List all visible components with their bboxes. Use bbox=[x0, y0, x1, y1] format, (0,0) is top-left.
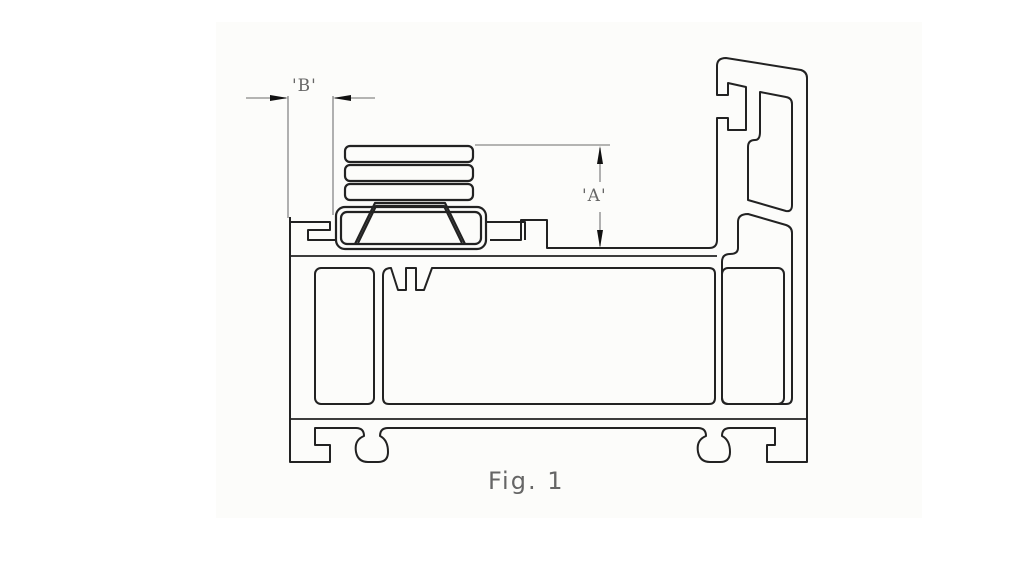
bridge-packer bbox=[334, 201, 488, 251]
chamber-main bbox=[382, 267, 716, 405]
chamber-upper-right-top bbox=[747, 91, 793, 213]
chamber-upper-right-bottom bbox=[721, 213, 793, 405]
glazing-packers bbox=[343, 144, 475, 202]
dimension-b-label: 'B' bbox=[292, 76, 317, 96]
rebate-line bbox=[486, 221, 526, 240]
packer-2 bbox=[343, 163, 475, 183]
figure-caption: Fig. 1 bbox=[488, 467, 565, 495]
dimension-a-label: 'A' bbox=[582, 186, 607, 206]
drawing-panel bbox=[216, 22, 922, 518]
packer-3 bbox=[343, 182, 475, 202]
dimension-a-bottom-arrow-icon bbox=[597, 230, 603, 248]
dimension-b-right-arrow-icon bbox=[333, 95, 351, 101]
dimension-a-top-arrow-icon bbox=[597, 146, 603, 164]
packer-1 bbox=[343, 144, 475, 164]
dimension-b-left-arrow-icon bbox=[270, 95, 288, 101]
chamber-left bbox=[314, 267, 375, 405]
chamber-right bbox=[721, 267, 785, 405]
frame-outer-outline bbox=[289, 57, 808, 463]
